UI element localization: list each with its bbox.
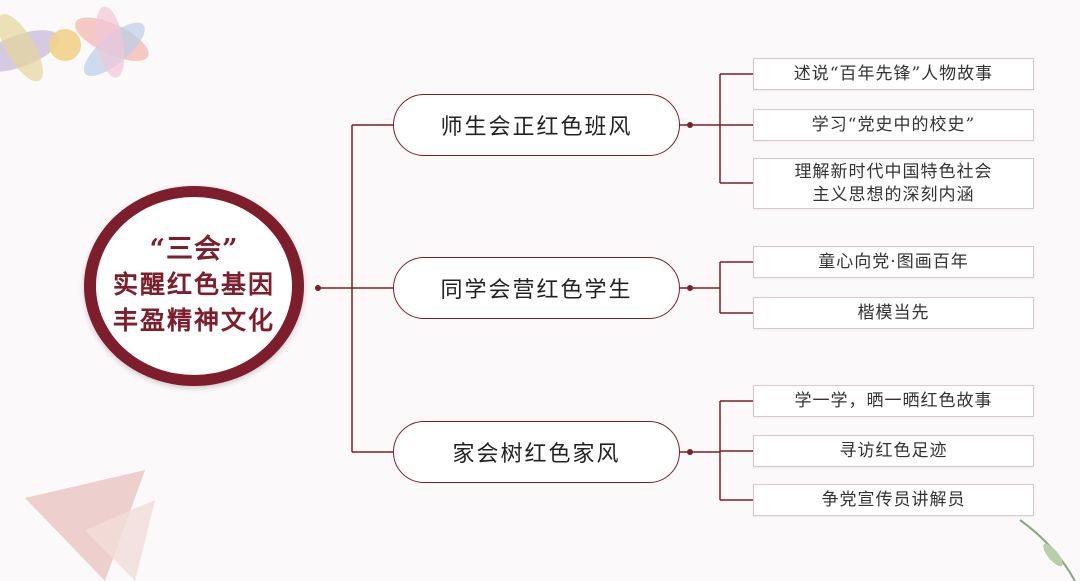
flower-decoration-icon	[0, 6, 149, 82]
leaf-decoration-icon	[1019, 519, 1076, 581]
leaf-node-label: 童心向党·图画百年	[818, 251, 969, 272]
center-title-line1: “三会”	[149, 234, 239, 265]
leaf-node-label: 理解新时代中国特色社会 主义思想的深刻内涵	[794, 161, 993, 205]
leaf-node: 争党宣传员讲解员	[753, 484, 1034, 516]
leaf-node-label: 争党宣传员讲解员	[821, 489, 966, 510]
leaf-node: 述说“百年先锋”人物故事	[753, 58, 1034, 90]
leaf-node: 理解新时代中国特色社会 主义思想的深刻内涵	[753, 158, 1034, 209]
leaf-node-label: 学习“党史中的校史”	[811, 114, 976, 135]
leaf-node-label: 楷模当先	[857, 302, 930, 323]
branch-node-teacher-student: 师生会正红色班风	[393, 94, 680, 156]
leaf-node-label: 寻访红色足迹	[839, 440, 948, 461]
leaf-node: 学习“党史中的校史”	[753, 109, 1034, 141]
center-title-line2: 实醒红色基因	[112, 270, 275, 299]
leaf-node: 楷模当先	[753, 297, 1034, 329]
leaf-node: 寻访红色足迹	[753, 435, 1034, 467]
leaf-node: 学一学，晒一晒红色故事	[753, 385, 1034, 417]
leaf-node-label: 学一学，晒一晒红色故事	[794, 390, 993, 411]
leaf-node: 童心向党·图画百年	[753, 246, 1034, 278]
leaf-node-label: 述说“百年先锋”人物故事	[793, 63, 994, 84]
branch-node-classmates: 同学会营红色学生	[393, 257, 680, 319]
branch-node-family: 家会树红色家风	[393, 421, 680, 483]
center-topic: “三会” 实醒红色基因 丰盈精神文化	[84, 186, 304, 386]
triangle-decoration-icon	[25, 470, 155, 581]
center-topic-inner: “三会” 实醒红色基因 丰盈精神文化	[96, 197, 292, 375]
center-title-line3: 丰盈精神文化	[112, 306, 275, 335]
